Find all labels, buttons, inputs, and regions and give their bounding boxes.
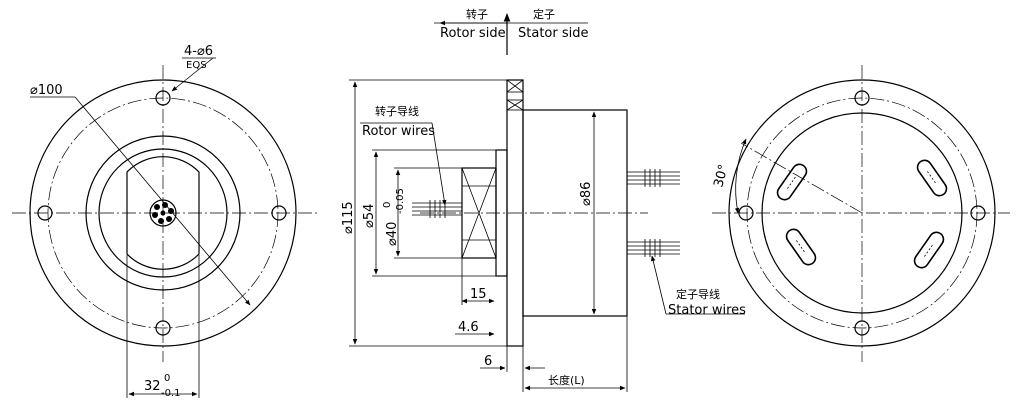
mount-hole-top bbox=[155, 90, 171, 106]
length-label: 长度(L) bbox=[548, 373, 585, 387]
width-tol-lower: -0.1 bbox=[161, 388, 181, 399]
rear-mount-hole-top bbox=[854, 90, 870, 106]
stator-side-en: Stator side bbox=[518, 26, 588, 41]
stator-wires-cn: 定子导线 bbox=[676, 287, 720, 301]
rear-flange-outer-circle bbox=[728, 79, 996, 347]
width-tol-upper: 0 bbox=[164, 373, 170, 384]
flange-outer-circle bbox=[29, 79, 297, 347]
angle-30-label: 30° bbox=[711, 163, 731, 189]
rotor-side-en: Rotor side bbox=[440, 26, 506, 41]
dim-6-label: 6 bbox=[484, 354, 492, 369]
side-view: 转子导线 Rotor wires 定子导线 Stator wires bbox=[341, 79, 746, 392]
diameter-115-label: ⌀115 bbox=[341, 201, 356, 234]
diameter-40-tol-lower: -0.05 bbox=[395, 188, 406, 214]
stator-wires-en: Stator wires bbox=[668, 303, 746, 318]
rear-mount-hole-right bbox=[970, 205, 986, 221]
stator-wires bbox=[627, 169, 680, 257]
connector-bottom-left bbox=[785, 228, 817, 266]
holes-eqs-label: EQS bbox=[186, 60, 207, 71]
side-header: 转子 定子 Rotor side Stator side bbox=[434, 7, 588, 55]
rear-view: 30° bbox=[711, 65, 1010, 362]
rotor-side-cn: 转子 bbox=[466, 7, 488, 21]
diameter-86-label: ⌀86 bbox=[579, 182, 594, 206]
rotor-flat-profile bbox=[126, 156, 200, 270]
mount-hole-left bbox=[37, 205, 53, 221]
mount-hole-bottom bbox=[155, 320, 171, 336]
stator-body bbox=[522, 109, 628, 317]
rear-mount-hole-bottom bbox=[854, 320, 870, 336]
rotor-wires-cn: 转子导线 bbox=[375, 104, 419, 118]
stator-housing-circle bbox=[761, 112, 963, 314]
diameter-54-label: ⌀54 bbox=[362, 204, 377, 228]
connector-top-left bbox=[776, 163, 808, 201]
mount-hole-right bbox=[271, 205, 287, 221]
stator-side-cn: 定子 bbox=[533, 7, 555, 21]
diameter-100-label: ⌀100 bbox=[30, 83, 63, 98]
wire-bundle bbox=[149, 199, 177, 227]
holes-label: 4-⌀6 bbox=[184, 44, 213, 59]
dim-4-6-label: 4.6 bbox=[458, 320, 479, 335]
rotor-bearing bbox=[461, 167, 497, 259]
front-view: ⌀100 4-⌀6 EQS 32 0 -0.1 bbox=[12, 44, 318, 399]
connector-bottom-right bbox=[913, 231, 945, 269]
dim-15-label: 15 bbox=[470, 287, 487, 302]
diameter-40-tol-upper: 0 bbox=[382, 202, 393, 208]
rotor-wires-en: Rotor wires bbox=[362, 124, 435, 139]
width-32-label: 32 bbox=[144, 379, 161, 394]
rotor-wires bbox=[412, 200, 462, 218]
diameter-40-label: ⌀40 bbox=[385, 222, 400, 246]
connector-top-right bbox=[916, 159, 948, 197]
